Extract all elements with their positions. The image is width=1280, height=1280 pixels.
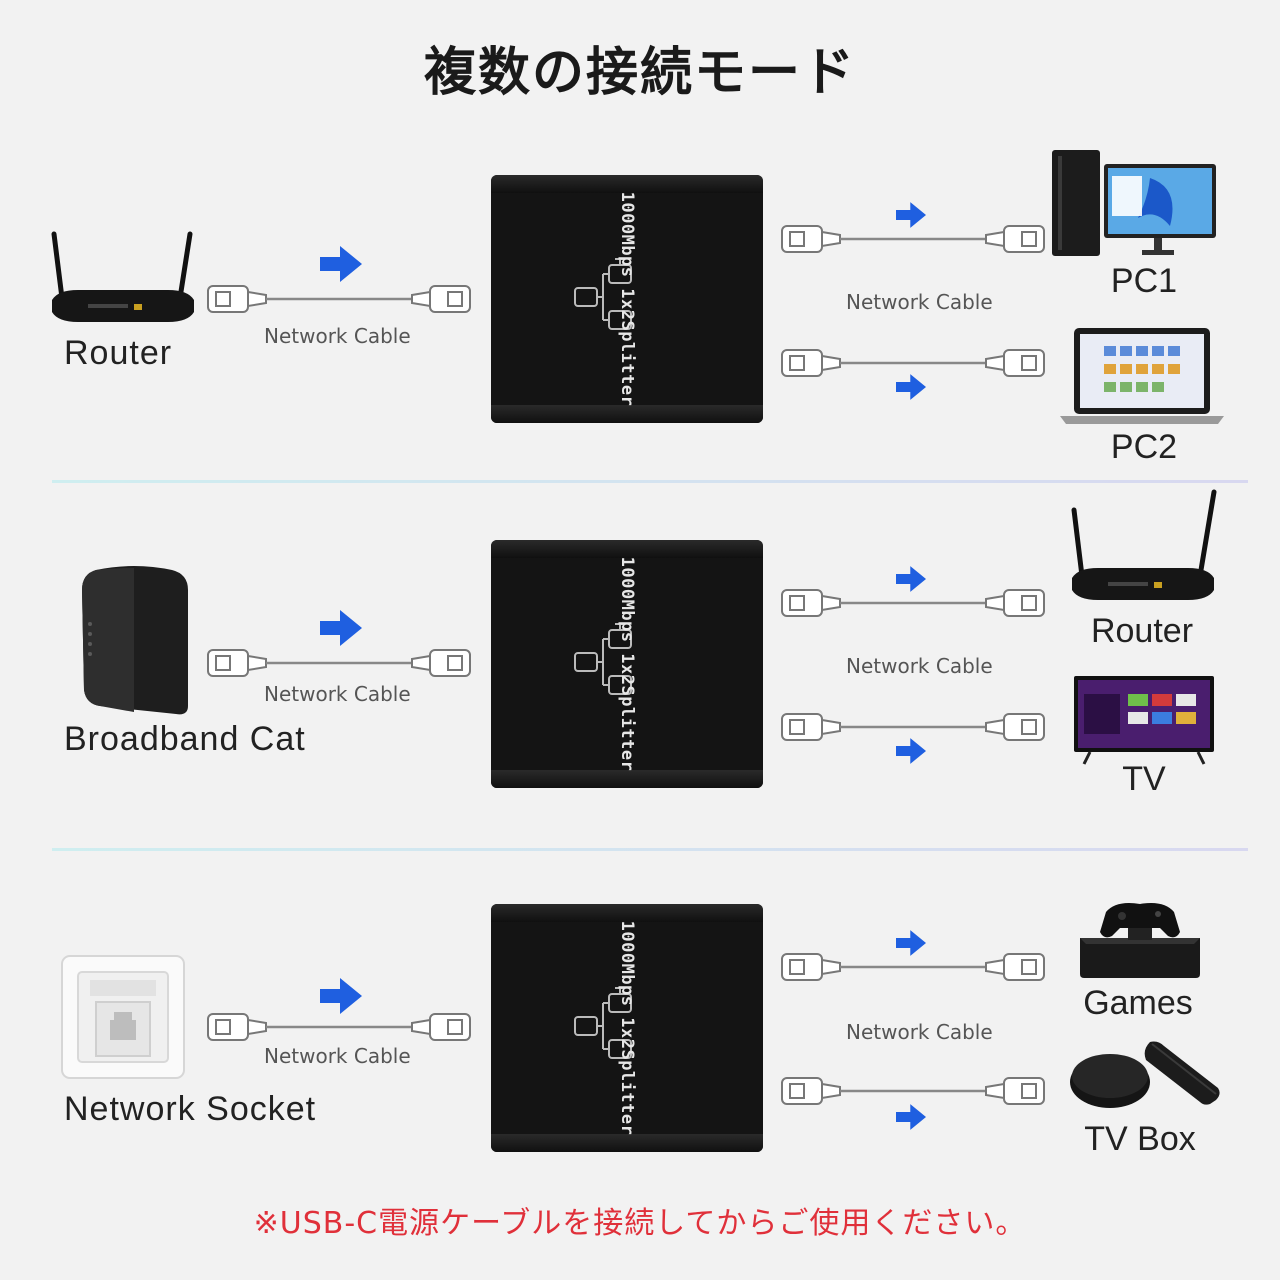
splitter-device: 1000Mbps 1x2Splitter bbox=[491, 175, 763, 423]
arrow-icon bbox=[896, 930, 926, 956]
output-label: TV bbox=[1044, 760, 1244, 799]
cable-label: Network Cable bbox=[846, 654, 993, 678]
laptop-icon bbox=[1060, 326, 1224, 426]
arrow-icon bbox=[896, 202, 926, 228]
arrow-icon bbox=[320, 978, 362, 1014]
source-label: Broadband Cat bbox=[64, 720, 306, 759]
network-cable bbox=[206, 284, 472, 314]
row-divider bbox=[52, 480, 1248, 483]
page-title: 複数の接続モード bbox=[0, 30, 1280, 105]
source-label: Network Socket bbox=[64, 1090, 316, 1129]
network-cable bbox=[780, 588, 1046, 618]
arrow-icon bbox=[896, 738, 926, 764]
cable-label: Network Cable bbox=[846, 290, 993, 314]
output-label: Router bbox=[1042, 612, 1242, 651]
output-label: Games bbox=[1038, 984, 1238, 1023]
arrow-icon bbox=[896, 374, 926, 400]
splitter-device: 1000Mbps 1x2Splitter bbox=[491, 540, 763, 788]
modem-icon bbox=[76, 566, 192, 718]
arrow-icon bbox=[896, 1104, 926, 1130]
network-cable bbox=[780, 1076, 1046, 1106]
output-label: TV Box bbox=[1040, 1120, 1240, 1159]
desktop-pc-icon bbox=[1050, 148, 1220, 260]
row-divider bbox=[52, 848, 1248, 851]
arrow-icon bbox=[320, 610, 362, 646]
arrow-icon bbox=[320, 246, 362, 282]
network-cable bbox=[206, 648, 472, 678]
network-cable bbox=[206, 1012, 472, 1042]
network-cable bbox=[780, 952, 1046, 982]
output-label: PC2 bbox=[1044, 428, 1244, 467]
wall-socket-icon bbox=[60, 954, 186, 1080]
streaming-box-icon bbox=[1066, 1040, 1222, 1112]
splitter-device: 1000Mbps 1x2Splitter bbox=[491, 904, 763, 1152]
usb-c-power-note: ※USB-C電源ケーブルを接続してからご使用ください。 bbox=[0, 1198, 1280, 1242]
arrow-icon bbox=[896, 566, 926, 592]
game-console-icon bbox=[1076, 898, 1204, 980]
splitter-model-text: 1000Mbps 1x2Splitter bbox=[617, 921, 637, 1136]
cable-label: Network Cable bbox=[264, 1044, 411, 1068]
output-label: PC1 bbox=[1044, 262, 1244, 301]
cable-label: Network Cable bbox=[264, 324, 411, 348]
cable-label: Network Cable bbox=[264, 682, 411, 706]
splitter-model-text: 1000Mbps 1x2Splitter bbox=[617, 192, 637, 407]
tv-icon bbox=[1070, 674, 1218, 766]
network-cable bbox=[780, 224, 1046, 254]
router-icon bbox=[1068, 488, 1218, 606]
router-icon bbox=[48, 228, 198, 328]
cable-label: Network Cable bbox=[846, 1020, 993, 1044]
splitter-model-text: 1000Mbps 1x2Splitter bbox=[617, 557, 637, 772]
source-label: Router bbox=[64, 334, 172, 373]
